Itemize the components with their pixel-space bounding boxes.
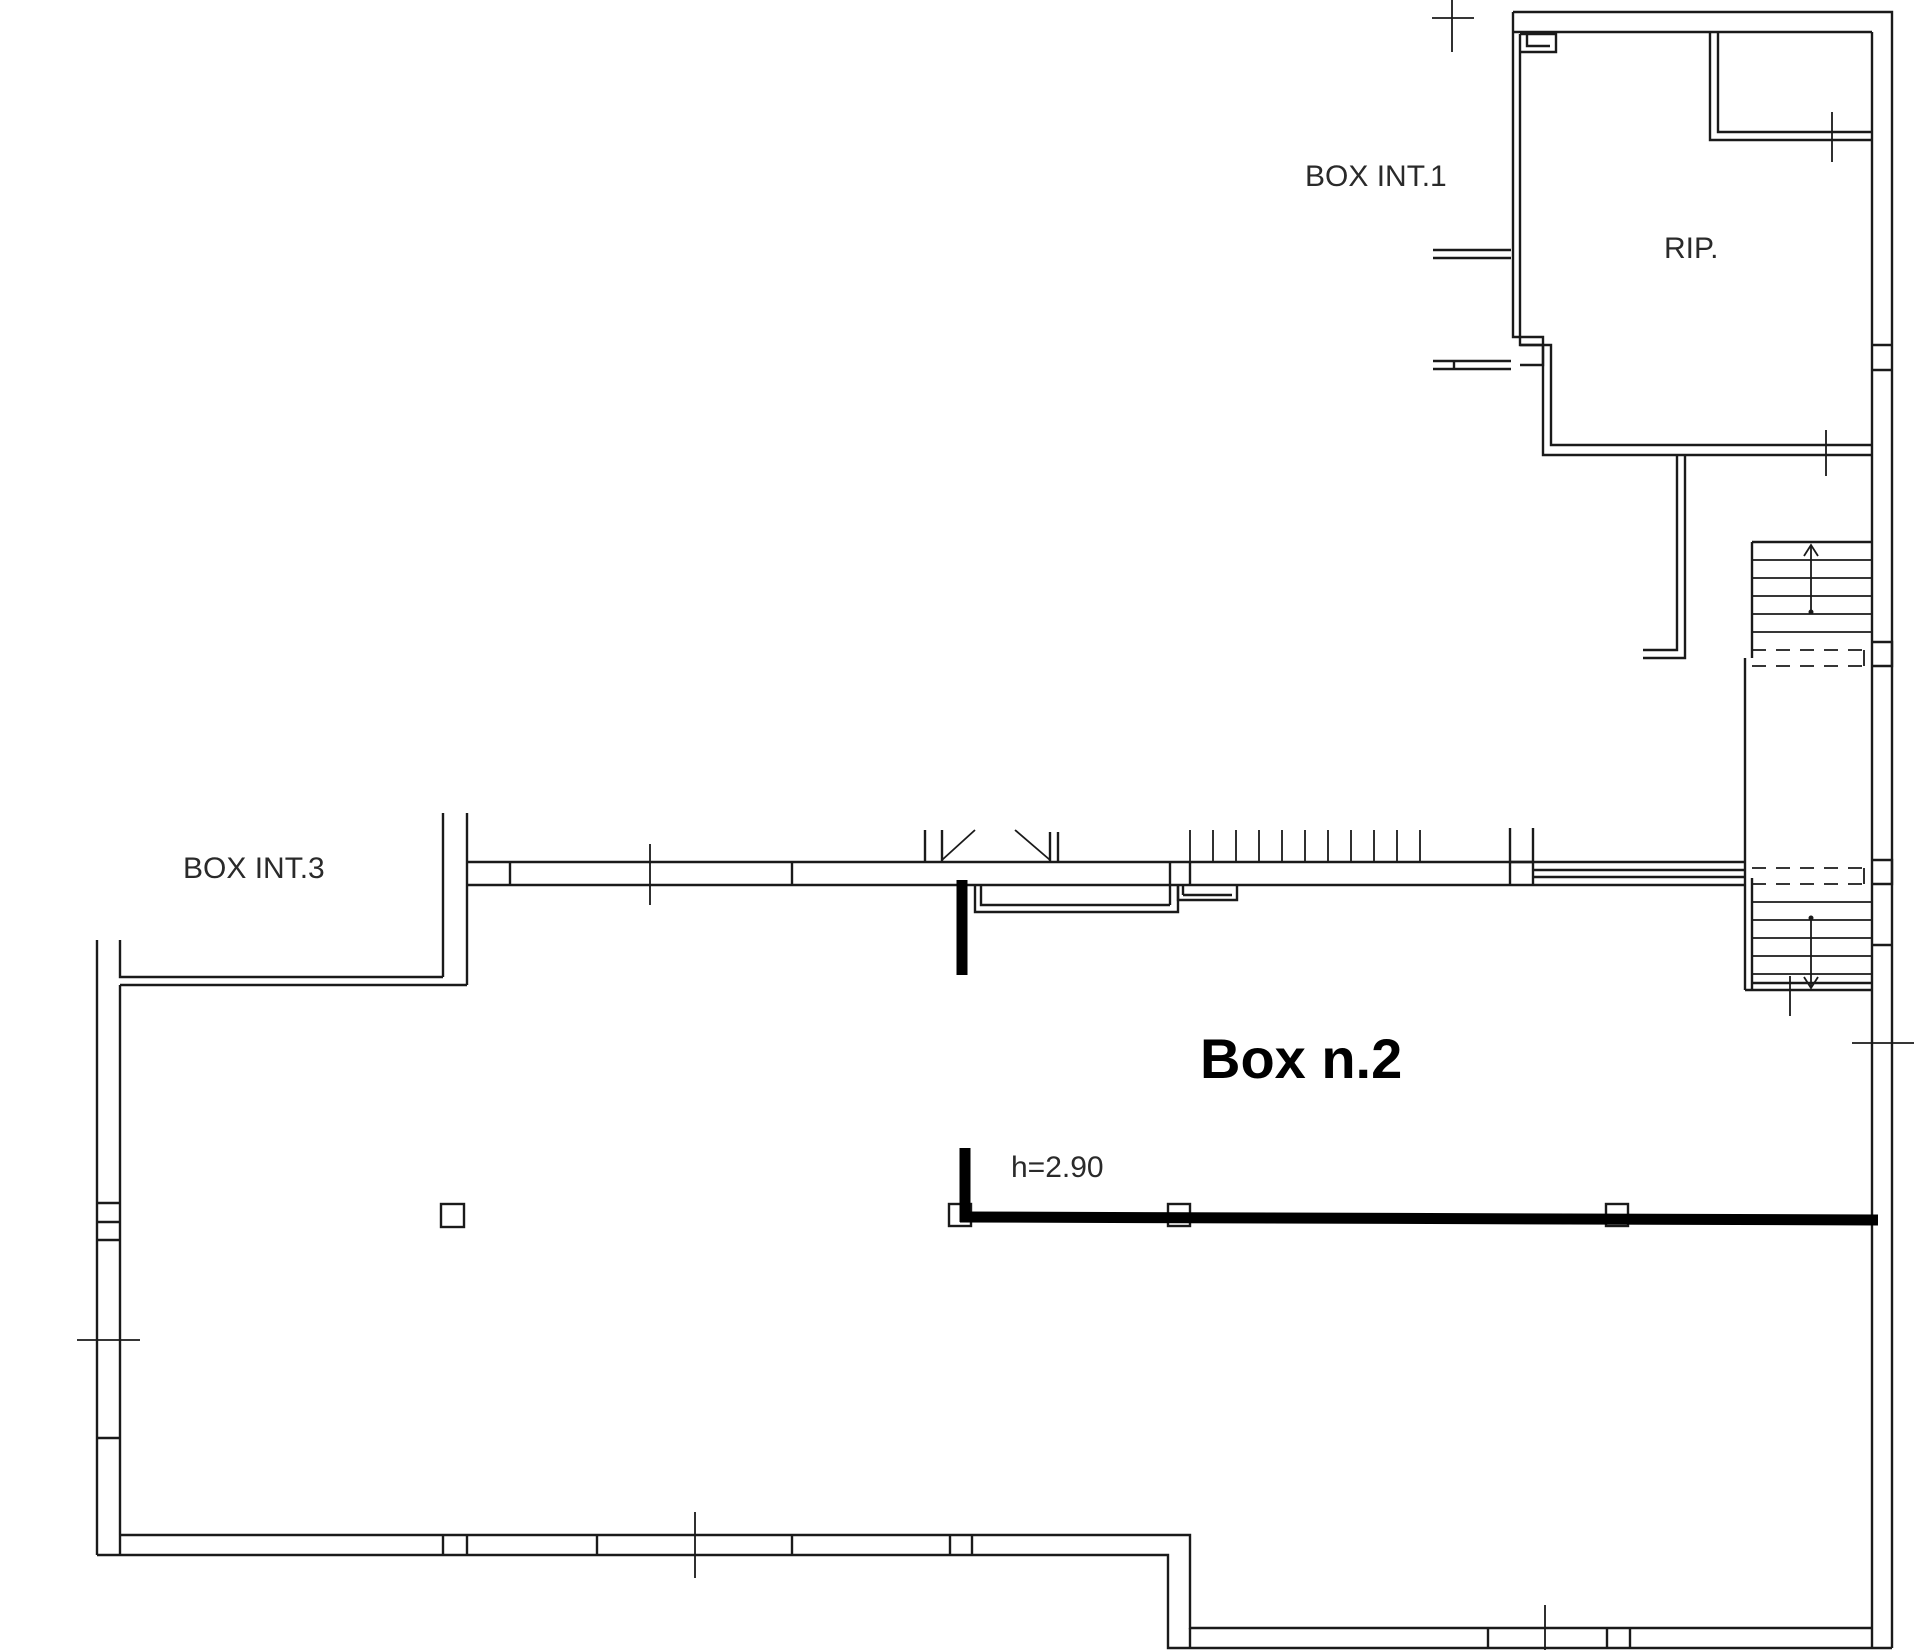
new-partition xyxy=(956,880,1879,1226)
partition-horizontal xyxy=(959,1211,1879,1226)
label-rip: RIP. xyxy=(1664,232,1718,265)
label-height: h=2.90 xyxy=(1011,1151,1104,1184)
stair-corridor xyxy=(1643,455,1914,1044)
label-box-n2: Box n.2 xyxy=(1200,1027,1402,1090)
rip-room-walls xyxy=(1432,0,1894,1648)
label-box-int-1: BOX INT.1 xyxy=(1305,160,1447,193)
label-box-int-3: BOX INT.3 xyxy=(183,852,325,885)
outer-bottom-walls xyxy=(97,1512,1892,1650)
box-n2-top-wall xyxy=(467,828,1745,914)
box-int-3-walls xyxy=(77,813,469,1555)
